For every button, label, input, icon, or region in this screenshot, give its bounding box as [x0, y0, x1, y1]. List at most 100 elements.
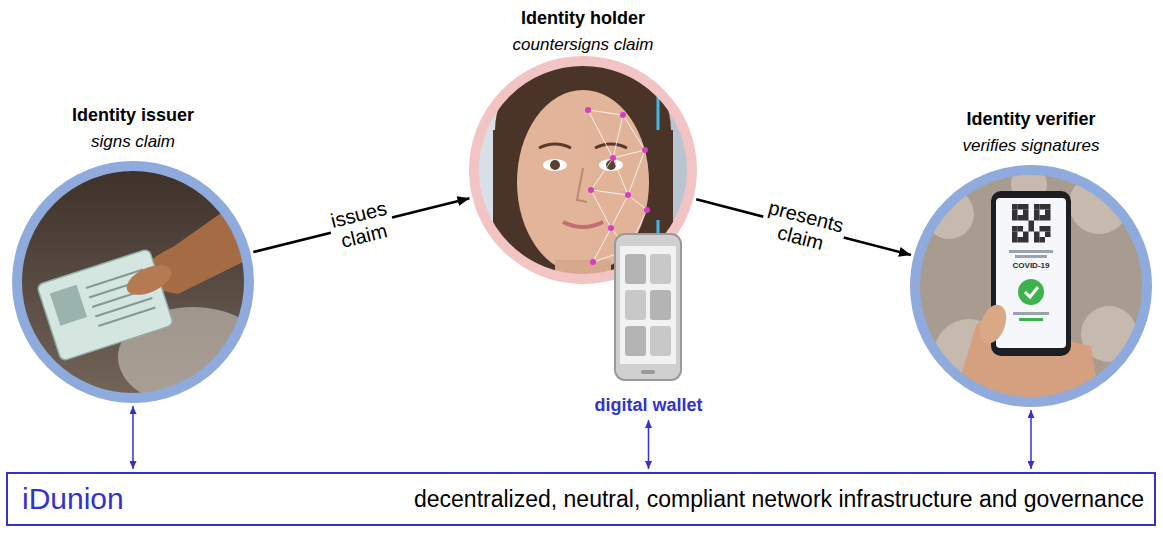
wallet-phone: digital wallet: [594, 232, 703, 416]
illustration-shape: [37, 249, 174, 362]
illustration-shape: [588, 187, 594, 193]
illustration-shape: [623, 115, 645, 150]
logo-text: iDunion: [22, 482, 124, 516]
node-heading: Identity issuer signs claim: [11, 104, 255, 152]
illustration-shape: [585, 107, 591, 113]
illustration-shape: [1012, 237, 1018, 243]
node-title: Identity verifier: [909, 108, 1153, 130]
illustration-shape: [550, 160, 560, 170]
illustration-shape: [975, 301, 1011, 347]
illustration-shape: [610, 155, 616, 161]
network-link: [132, 406, 134, 469]
network-link: [1030, 410, 1032, 469]
illustration-shape: [595, 144, 627, 148]
illustration-shape: [1012, 232, 1018, 238]
illustration-shape: [1009, 250, 1053, 253]
node-title: Identity holder: [468, 7, 698, 29]
illustration-shape: [625, 254, 646, 284]
illustration-shape: [909, 164, 1153, 408]
illustration-shape: [641, 370, 655, 374]
node-subtitle: signs claim: [11, 131, 255, 152]
network-link: [648, 420, 650, 469]
network-band: iDunion decentralized, neutral, compliant…: [6, 472, 1156, 526]
illustration-shape: [1040, 237, 1046, 243]
illustration-shape: [1018, 237, 1024, 243]
illustration-shape: [591, 158, 613, 190]
illustration-shape: [1034, 210, 1040, 216]
node-subtitle: verifies signatures: [909, 135, 1153, 156]
illustration-shape: [543, 159, 567, 171]
illustration-shape: [50, 285, 87, 326]
illustration-shape: [650, 254, 671, 284]
illustration-shape: [625, 326, 646, 356]
illustration-shape: [613, 150, 645, 158]
node-title: Identity issuer: [11, 104, 255, 126]
issuer-photo: [11, 160, 255, 404]
illustration-shape: [591, 190, 611, 228]
illustration-shape: [1029, 221, 1035, 227]
illustration-shape: [625, 290, 646, 320]
illustration-shape: [1012, 215, 1018, 221]
illustration-shape: [1012, 204, 1018, 210]
illustration-shape: [1045, 232, 1051, 238]
illustration-shape: [1013, 312, 1049, 315]
screen-text: COVID-19: [1012, 261, 1051, 271]
issuer-illustration: [11, 160, 255, 404]
illustration-shape: [620, 112, 626, 118]
illustration-shape: [539, 144, 571, 148]
illustration-shape: [1045, 210, 1051, 216]
verifier-photo: [909, 164, 1153, 408]
verifier-circle: Identity verifier verifies signatures: [909, 108, 1153, 408]
illustration-shape: [1023, 215, 1029, 221]
illustration-shape: [625, 192, 631, 198]
illustration-shape: [1034, 237, 1040, 243]
illustration-shape: [613, 158, 628, 195]
illustration-shape: [1023, 204, 1029, 210]
illustration-shape: [1040, 226, 1046, 232]
illustration-shape: [620, 246, 676, 364]
illustration-shape: [613, 115, 623, 158]
illustration-shape: [1019, 318, 1043, 321]
illustration-shape: [996, 198, 1066, 348]
illustration-shape: [1015, 255, 1047, 258]
illustration-shape: [615, 234, 681, 380]
illustration-shape: [644, 207, 650, 213]
illustration-shape: [37, 249, 174, 362]
illustration-shape: [1018, 279, 1044, 305]
illustration-shape: [1025, 287, 1038, 297]
illustration-shape: [1045, 204, 1051, 210]
illustration-shape: [1034, 215, 1040, 221]
illustration-shape: [650, 290, 671, 320]
illustration-shape: [1012, 226, 1018, 232]
illustration-shape: [1023, 237, 1029, 243]
edge-label: issues claim: [326, 196, 397, 254]
illustration-shape: [1045, 215, 1051, 221]
illustration-shape: [122, 259, 176, 301]
illustration-shape: [628, 150, 645, 195]
illustration-shape: [1034, 204, 1040, 210]
illustration-shape: [1040, 215, 1046, 221]
verifier-illustration: [909, 164, 1153, 408]
illustration-shape: [591, 190, 628, 195]
node-heading: Identity holder countersigns claim: [468, 7, 698, 55]
illustration-shape: [1034, 232, 1040, 238]
illustration-shape: [588, 110, 623, 115]
illustration-shape: [1029, 226, 1035, 232]
phone-icon: [613, 232, 683, 382]
illustration-shape: [577, 168, 587, 202]
wallet-label: digital wallet: [594, 394, 702, 416]
circle-ring: [17, 166, 249, 398]
edge-label: presents claim: [758, 195, 849, 258]
illustration-shape: [1023, 210, 1029, 216]
band-text: decentralized, neutral, compliant networ…: [414, 485, 1144, 513]
issuer-circle: Identity issuer signs claim: [11, 104, 255, 404]
node-heading: Identity verifier verifies signatures: [909, 108, 1153, 156]
node-subtitle: countersigns claim: [468, 34, 698, 55]
illustration-shape: [1012, 210, 1018, 216]
illustration-shape: [95, 298, 152, 317]
illustration-shape: [650, 326, 671, 356]
illustration-shape: [588, 110, 613, 158]
illustration-shape: [1018, 226, 1024, 232]
illustration-shape: [642, 147, 648, 153]
